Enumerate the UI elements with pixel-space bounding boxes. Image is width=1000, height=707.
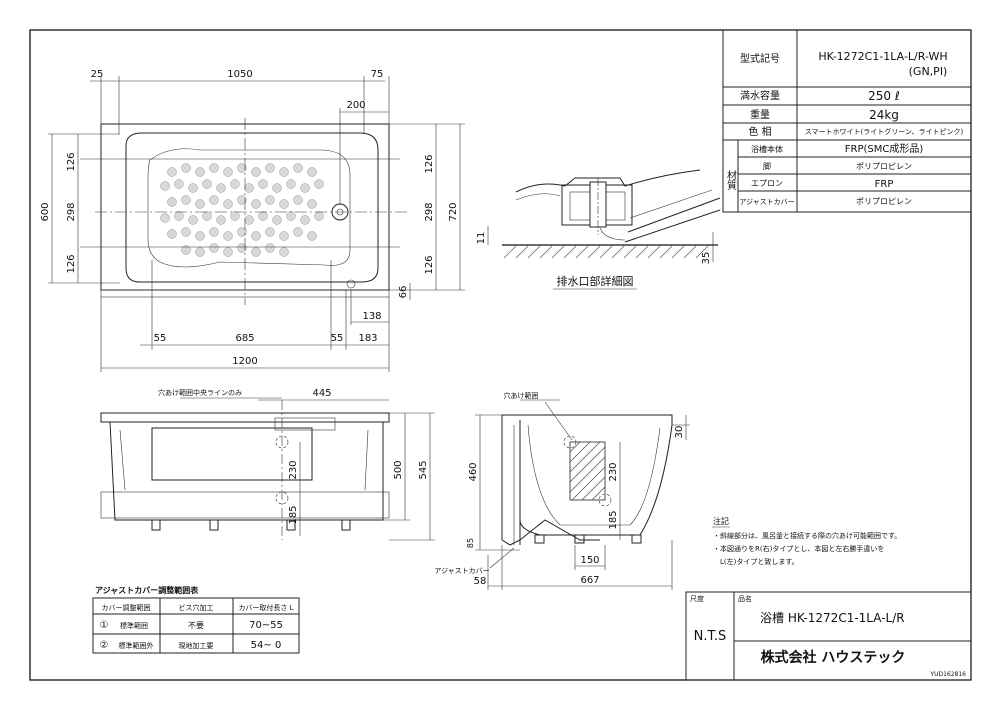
spec-adjust-value: ポリプロピレン: [856, 197, 912, 206]
title-name-label: 品名: [738, 594, 752, 603]
front-dim-185: 185: [288, 505, 299, 524]
plan-dim-600: 600: [40, 202, 51, 221]
spec-weight-label: 重量: [750, 108, 770, 121]
plan-dim-183: 183: [358, 333, 377, 344]
notes-line-1: ・斜線部分は、風呂釜と接続する際の穴あけ可能範囲です。: [713, 531, 901, 540]
adjust-row-2-length: 54~ 0: [251, 640, 282, 651]
spec-model-value-2: (GN,PI): [909, 65, 948, 78]
spec-body-value: FRP(SMC成形品): [845, 143, 924, 155]
front-dim-545: 545: [418, 460, 429, 479]
adjust-header-screw: ビス穴加工: [179, 603, 214, 612]
plan-dim-126-right-top: 126: [424, 154, 435, 173]
adjust-row-1-screw: 不要: [188, 621, 204, 630]
title-scale-label: 尺度: [690, 594, 704, 603]
spec-leg-label: 脚: [763, 161, 771, 171]
side-feet: [534, 534, 642, 544]
plan-dim-126-left-top: 126: [66, 152, 77, 171]
title-company: 株式会社 ハウステック: [761, 649, 906, 666]
plan-dim-298-right: 298: [424, 202, 435, 221]
title-name-value: 浴槽 HK-1272C1-1LA-L/R: [760, 611, 905, 625]
notes-heading: 注記: [713, 516, 729, 526]
spec-color-label: 色 相: [748, 125, 771, 138]
plan-dim-126-left-bottom: 126: [66, 254, 77, 273]
side-note-hole: 穴あけ範囲: [504, 391, 539, 400]
notes-line-3: L(左)タイプと致します。: [720, 557, 799, 566]
side-dim-85: 85: [466, 538, 475, 548]
side-dim-30: 30: [674, 426, 685, 439]
plan-dim-25: 25: [91, 69, 104, 80]
plan-dim-1200: 1200: [232, 356, 257, 367]
plan-dim-66: 66: [398, 286, 409, 299]
spec-color-value: スマートホワイト(ライトグリーン、ライトピンク): [805, 127, 964, 136]
front-dim-500: 500: [393, 460, 404, 479]
side-dim-185: 185: [608, 510, 619, 529]
adjust-row-2-no: ②: [100, 640, 109, 651]
adjust-table-title: アジャストカバー調整範囲表: [95, 585, 199, 595]
spec-model-label: 型式記号: [740, 52, 780, 65]
drain-detail: 11 35 排水口部詳細図: [476, 169, 721, 290]
side-hatch-area: [569, 441, 606, 501]
plan-dim-126-right-bottom: 126: [424, 255, 435, 274]
plan-view: 25 1050 75 200 600 126 298 126 126 298 1…: [40, 69, 465, 372]
front-dim-230: 230: [288, 460, 299, 479]
adjust-row-2-screw: 現地加工要: [179, 641, 214, 650]
spec-apron-value: FRP: [875, 179, 894, 190]
title-scale-value: N.T.S: [694, 629, 727, 644]
adjust-cover-table: アジャストカバー調整範囲表 カバー調整範囲 ビス穴加工 カバー取付長さ L ① …: [92, 585, 300, 654]
detail-dim-35: 35: [701, 252, 712, 265]
drawing-frame: [29, 29, 972, 681]
plan-dim-298-left: 298: [66, 202, 77, 221]
spec-apron-label: エプロン: [751, 179, 783, 188]
adjust-row-1-range: 標準範囲: [120, 621, 148, 630]
plan-anti-slip-dots: [160, 163, 324, 257]
adjust-row-2-range: 標準範囲外: [119, 641, 154, 650]
title-block: 尺度 N.T.S 品名 浴槽 HK-1272C1-1LA-L/R 株式会社 ハウ…: [685, 591, 972, 681]
plan-dim-138: 138: [362, 311, 381, 322]
spec-body-label: 浴槽本体: [751, 144, 783, 154]
side-dim-58: 58: [474, 576, 487, 587]
spec-capacity-value: 250 ℓ: [868, 89, 900, 103]
adjust-header-length: カバー取付長さ L: [238, 603, 293, 612]
detail-caption: 排水口部詳細図: [557, 274, 634, 288]
side-dim-230: 230: [608, 462, 619, 481]
spec-model-value: HK-1272C1-1LA-L/R-WH: [818, 50, 947, 63]
plan-dim-75: 75: [371, 69, 384, 80]
front-elevation: 445 穴あけ範囲中央ラインのみ 230 185 500 545: [100, 388, 435, 541]
side-dim-150: 150: [580, 555, 599, 566]
title-drawing-code: YUD162816: [929, 671, 966, 678]
plan-dim-55-left: 55: [154, 333, 167, 344]
floor-hatch: [503, 245, 709, 259]
plan-dim-55-right: 55: [331, 333, 344, 344]
spec-adjust-label: アジャストカバー: [739, 198, 794, 206]
adjust-row-1: ① 標準範囲 不要 70~55: [100, 620, 283, 631]
front-note-hole: 穴あけ範囲中央ラインのみ: [158, 388, 242, 397]
plan-dim-720: 720: [448, 202, 459, 221]
spec-capacity-label: 満水容量: [740, 89, 780, 102]
front-feet: [151, 519, 351, 531]
front-dim-445: 445: [312, 388, 331, 399]
plan-dim-685: 685: [235, 333, 254, 344]
side-elevation: 穴あけ範囲 30 460 230 185 85 150 58 667 アジャスト…: [434, 391, 690, 590]
side-dim-460: 460: [468, 462, 479, 481]
notes-line-2: ・本図通りをR(右)タイプとし、本図と左右勝手違いを: [713, 544, 884, 553]
adjust-header-range: カバー調整範囲: [102, 603, 151, 612]
adjust-row-1-length: 70~55: [249, 620, 283, 631]
detail-dim-11: 11: [476, 232, 487, 245]
side-dim-667: 667: [580, 575, 599, 586]
spec-leg-value: ポリプロピレン: [856, 162, 912, 171]
spec-weight-value: 24kg: [869, 108, 899, 122]
spec-material-label: 材質: [725, 169, 737, 191]
adjust-row-1-no: ①: [100, 620, 109, 631]
plan-dim-1050: 1050: [227, 69, 252, 80]
adjust-row-2: ② 標準範囲外 現地加工要 54~ 0: [100, 640, 282, 651]
notes-block: 注記 ・斜線部分は、風呂釜と接続する際の穴あけ可能範囲です。 ・本図通りをR(右…: [712, 516, 901, 566]
spec-table: 型式記号 HK-1272C1-1LA-L/R-WH (GN,PI) 満水容量 2…: [722, 29, 972, 213]
plan-dim-200: 200: [346, 100, 365, 111]
side-adjust-cover-label: アジャストカバー: [434, 567, 489, 575]
